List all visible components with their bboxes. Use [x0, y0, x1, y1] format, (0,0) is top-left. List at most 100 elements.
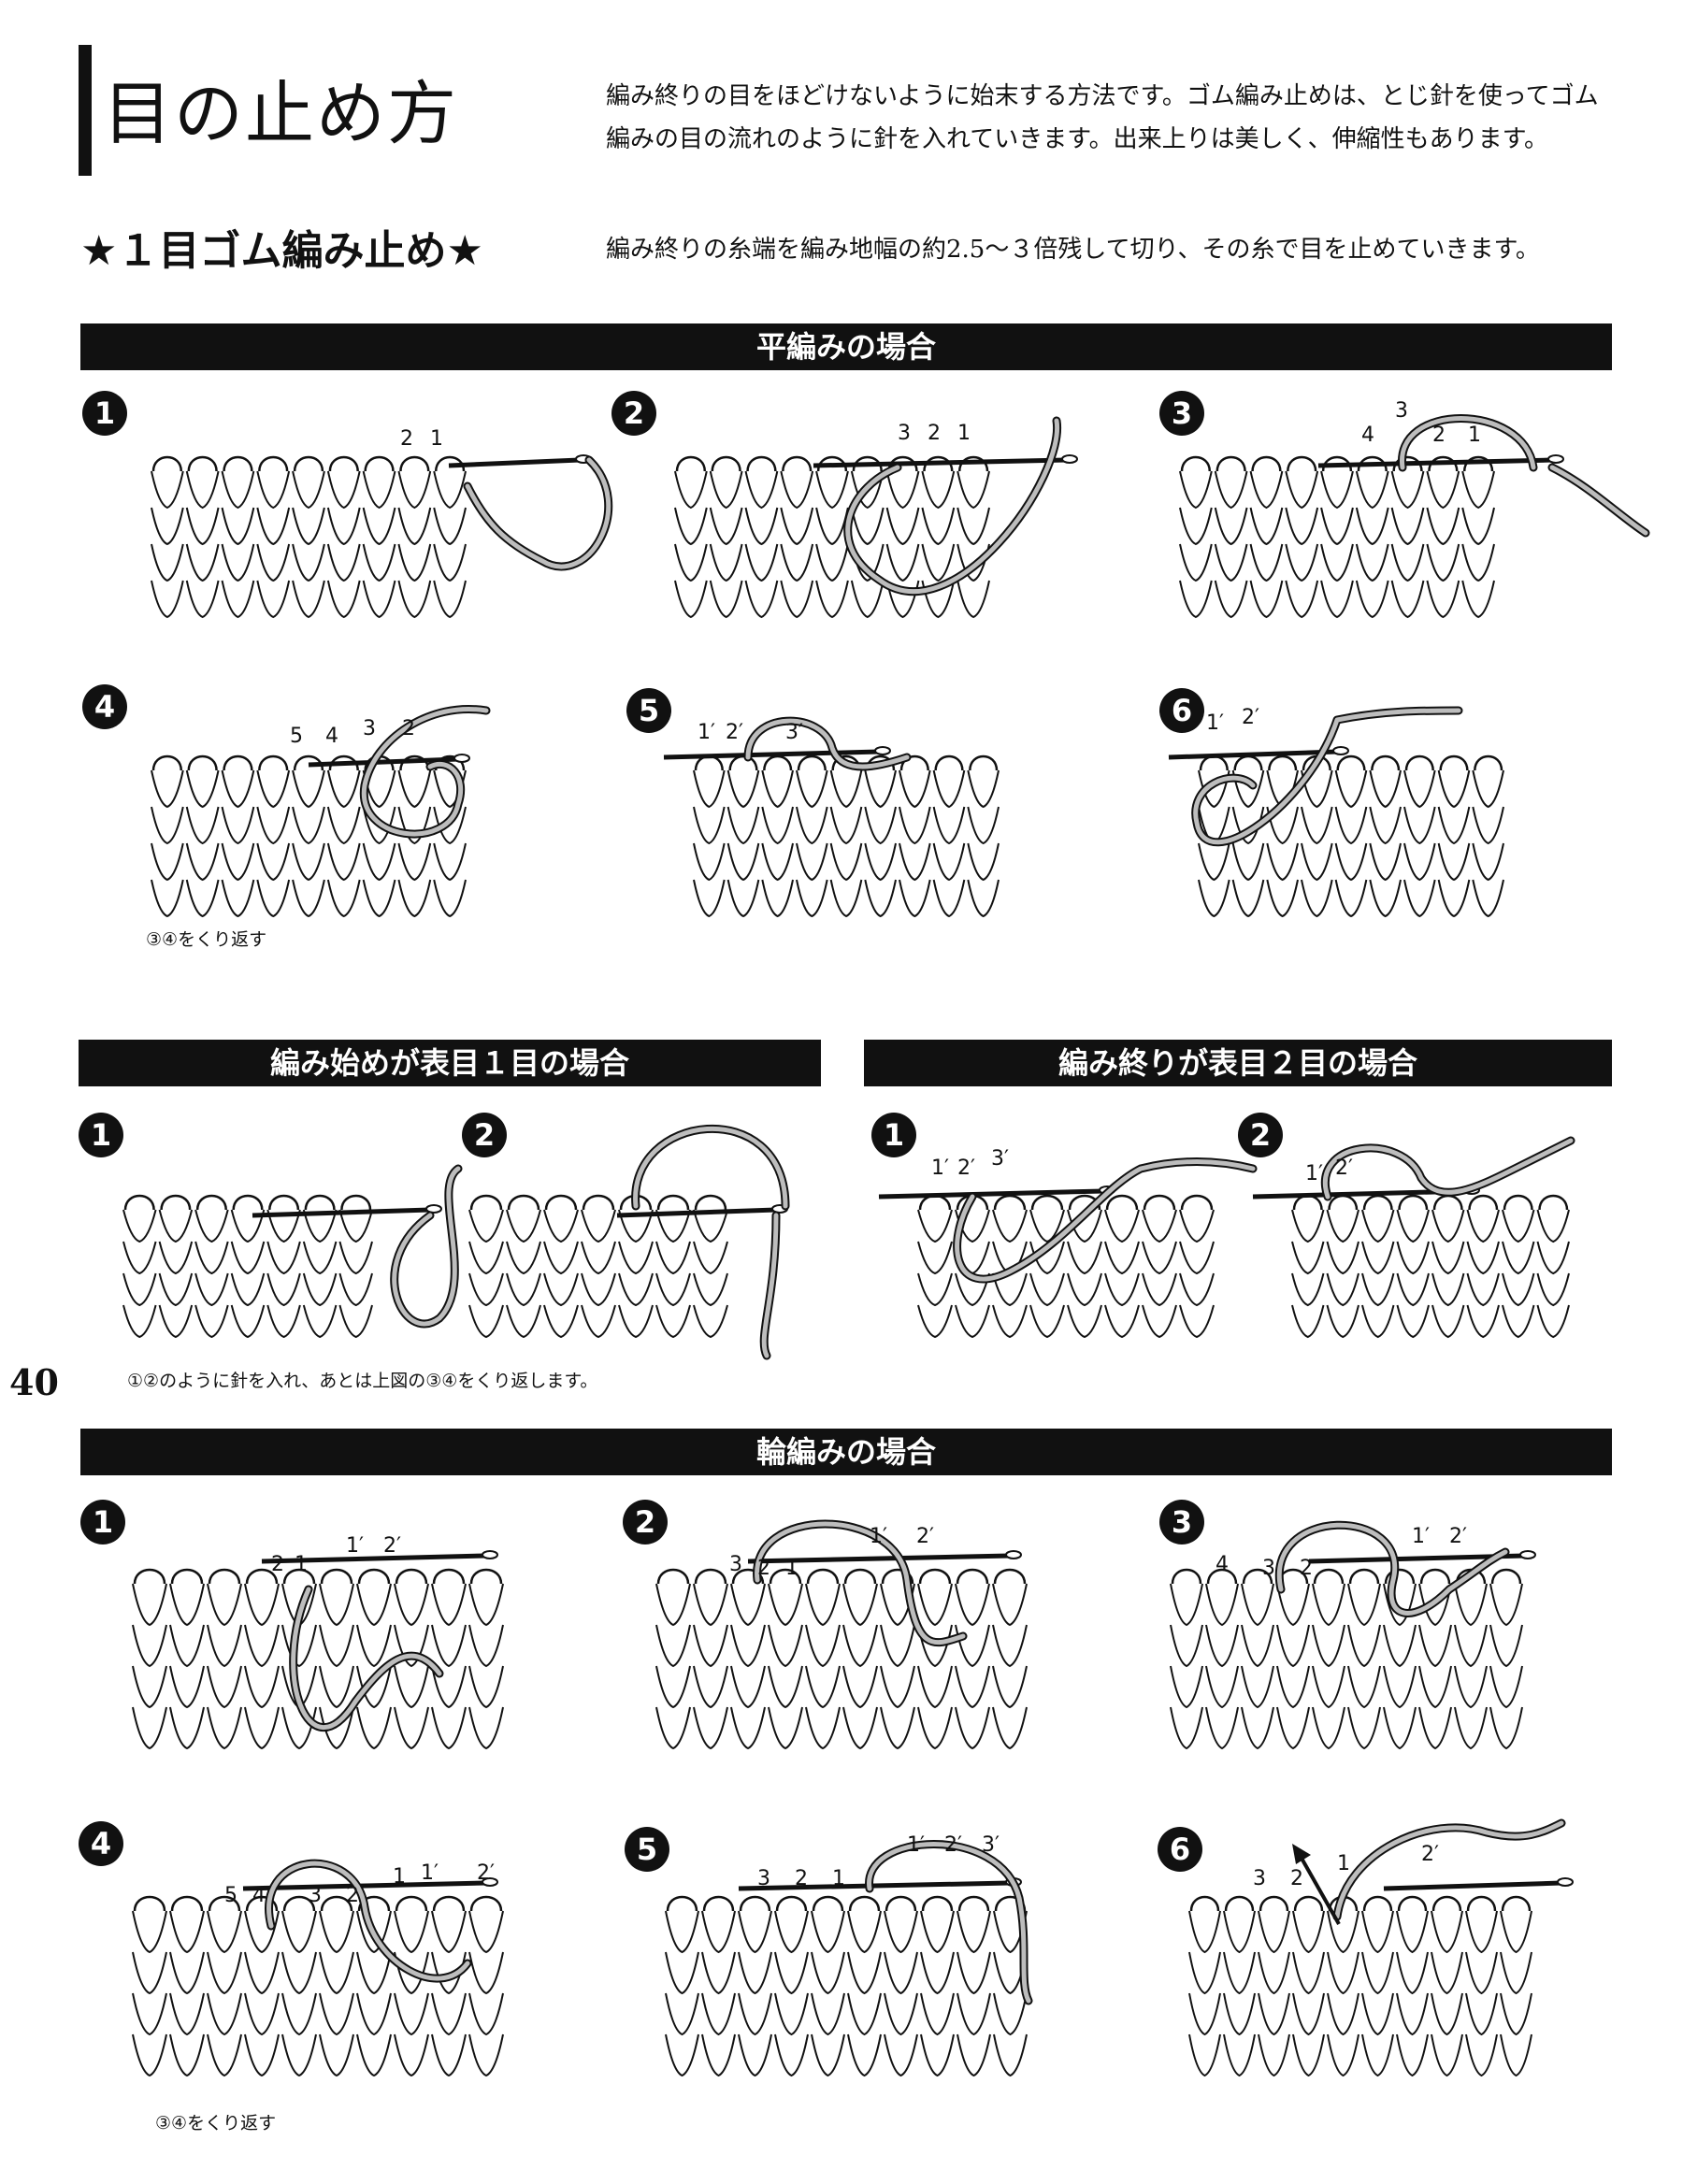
knit-stitch — [920, 1910, 955, 1954]
knit-stitch — [1466, 1304, 1500, 1339]
knit-stitch — [709, 580, 743, 619]
knit-stitch — [292, 580, 325, 619]
knit-stitch — [730, 1665, 766, 1709]
knit-stitch — [433, 543, 467, 582]
live-loop — [195, 1194, 227, 1211]
knit-stitch — [768, 1583, 803, 1627]
knit-stitch — [665, 1951, 699, 1995]
live-loop — [282, 1895, 316, 1912]
knit-stitch — [847, 1951, 882, 1995]
live-loop — [395, 1895, 428, 1912]
knit-stitch — [1396, 1992, 1429, 2036]
live-loop — [934, 754, 964, 771]
stitch-label: 1′ — [421, 1861, 439, 1885]
knit-stitch — [774, 1951, 809, 1995]
knit-stitch — [880, 1665, 915, 1709]
knit-stitch — [244, 1583, 280, 1627]
knit-stitch — [880, 1706, 915, 1750]
stitch-label: 2 — [1290, 1867, 1303, 1890]
knit-stitch — [655, 1624, 691, 1668]
flat-step-5-illustration: 1′2′3′ — [663, 716, 1000, 918]
knit-stitch — [1461, 543, 1495, 582]
knit-stitch — [362, 842, 396, 882]
tapestry-needle — [1308, 1553, 1525, 1564]
knit-stitch — [1214, 507, 1248, 546]
knit-stitch — [1205, 1706, 1239, 1750]
intro-text: 編み終りの目をほどけないように始末する方法です。ゴム編み止めは、とじ針を使ってゴ… — [606, 75, 1644, 161]
yarn-outline — [953, 1157, 1258, 1284]
knit-stitch — [967, 806, 1000, 845]
live-loop — [432, 1895, 466, 1912]
knit-stitch — [281, 1706, 317, 1750]
knit-stitch — [468, 2033, 504, 2077]
knit-stitch — [207, 1583, 242, 1627]
live-loop — [133, 1568, 166, 1585]
knit-stitch — [1198, 842, 1230, 882]
knit-stitch — [1472, 806, 1504, 845]
knit-stitch — [581, 1304, 616, 1339]
knit-stitch — [726, 769, 760, 809]
tapestry-needle — [1317, 457, 1553, 468]
knit-stitch — [151, 842, 184, 882]
knit-stitch — [1500, 1951, 1532, 1995]
live-loop — [469, 1895, 503, 1912]
knit-stitch — [1489, 1583, 1523, 1627]
knit-stitch — [1266, 879, 1299, 918]
knit-stitch — [738, 1910, 772, 1954]
knit-stitch — [1291, 1209, 1325, 1243]
knit-stitch — [674, 543, 708, 582]
page-number: 40 — [9, 1361, 59, 1403]
stitch-label: 3′ — [991, 1147, 1009, 1171]
live-loop — [956, 1568, 989, 1585]
tapestry-needle — [448, 457, 581, 468]
end-two-step-2-badge: 2 — [1238, 1113, 1283, 1157]
yarn-strand — [867, 1842, 1031, 2004]
knit-stitch — [543, 1272, 579, 1307]
live-loop — [1233, 754, 1263, 771]
live-loop — [918, 1568, 952, 1585]
knit-stitch — [957, 1992, 991, 2036]
knit-stitch — [362, 806, 396, 845]
live-loop — [223, 754, 253, 771]
knit-stitch — [362, 879, 396, 918]
knit-stitch — [151, 543, 184, 582]
knit-stitch — [665, 2033, 699, 2077]
knit-stitch — [1170, 1624, 1203, 1668]
knit-stitch — [993, 2033, 1028, 2077]
knit-stitch — [1390, 580, 1425, 619]
knit-stitch — [1390, 507, 1425, 546]
knit-stitch — [221, 470, 255, 510]
live-loop — [1287, 455, 1317, 472]
needle-eye — [874, 746, 891, 755]
live-loop — [993, 1568, 1027, 1585]
knit-stitch — [394, 1665, 429, 1709]
live-loop — [258, 455, 289, 472]
needle-eye — [482, 1550, 498, 1559]
stitch-label: 1 — [832, 1867, 845, 1890]
knit-stitch — [932, 806, 966, 845]
knit-stitch — [244, 1624, 280, 1668]
knit-stitch — [319, 1992, 354, 2036]
live-loop — [208, 1895, 241, 1912]
live-loop — [656, 1568, 690, 1585]
knit-stitch — [811, 1951, 845, 1995]
knit-stitch — [1326, 1241, 1359, 1275]
knit-stitch — [207, 2033, 242, 2077]
knit-stitch — [1276, 1706, 1310, 1750]
knit-stitch — [394, 2033, 429, 2077]
knit-stitch — [1347, 1665, 1381, 1709]
knit-stitch — [1461, 507, 1495, 546]
knit-stitch — [1500, 1910, 1532, 1954]
knit-stitch — [805, 1706, 841, 1750]
knit-stitch — [1489, 1665, 1523, 1709]
stitch-label: 2′ — [383, 1534, 401, 1558]
stitch-label: 2′ — [1242, 706, 1259, 729]
knit-stitch — [738, 1992, 772, 2036]
yarn-strand — [392, 1166, 461, 1327]
knit-stitch — [1029, 1304, 1065, 1339]
knit-stitch — [1104, 1209, 1140, 1243]
knit-stitch — [1426, 543, 1460, 582]
knit-stitch — [326, 580, 361, 619]
live-loop — [320, 1568, 353, 1585]
